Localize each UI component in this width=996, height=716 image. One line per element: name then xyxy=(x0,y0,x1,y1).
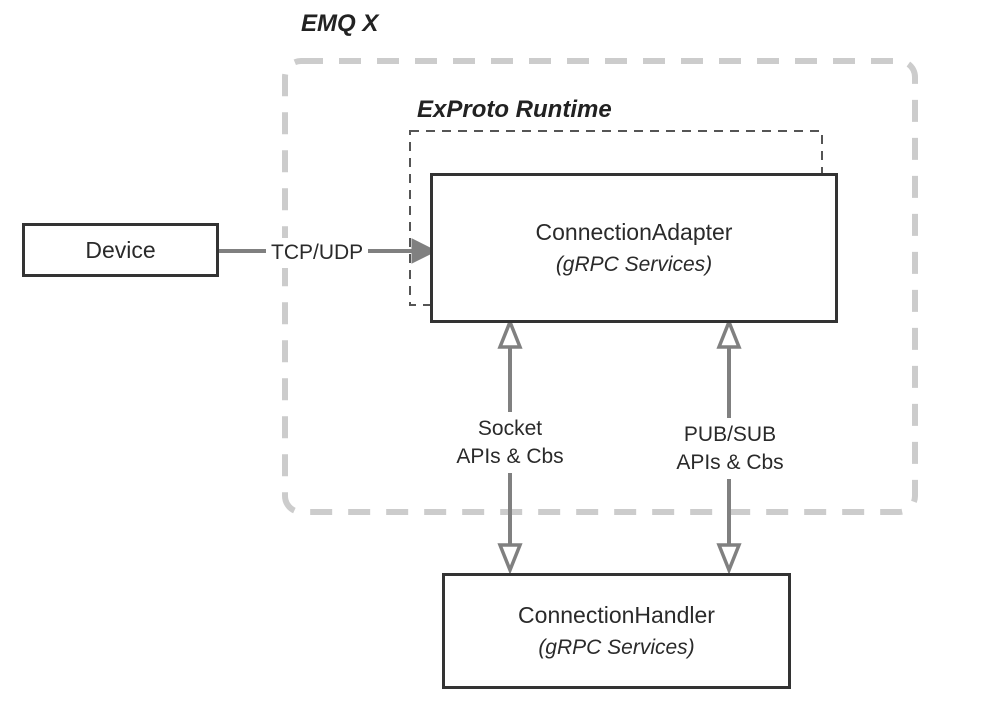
edge-label-pubsub-apis-line2: APIs & Cbs xyxy=(676,450,784,474)
node-connection-handler[interactable]: ConnectionHandler (gRPC Services) xyxy=(442,573,791,689)
arrowhead-hollow-down xyxy=(497,543,523,575)
arrowhead-filled-right xyxy=(411,238,438,264)
edge-label-socket-apis: Socket APIs & Cbs xyxy=(448,412,572,474)
edge-label-pubsub-apis: PUB/SUB APIs & Cbs xyxy=(665,418,795,480)
node-connection-adapter[interactable]: ConnectionAdapter (gRPC Services) xyxy=(430,173,838,323)
node-device-title: Device xyxy=(85,236,156,263)
node-connection-handler-title: ConnectionHandler xyxy=(518,601,715,628)
node-device[interactable]: Device xyxy=(22,223,219,277)
edge-label-pubsub-apis-line1: PUB/SUB xyxy=(683,423,777,446)
arrowhead-hollow-down xyxy=(716,543,742,575)
group-label-emqx: EMQ X xyxy=(301,10,379,37)
edge-label-socket-apis-line2: APIs & Cbs xyxy=(456,444,564,468)
node-connection-handler-subtitle: (gRPC Services) xyxy=(538,635,695,659)
arrowhead-hollow-up xyxy=(497,317,523,349)
node-connection-adapter-title: ConnectionAdapter xyxy=(535,218,733,245)
group-label-exproto-runtime: ExProto Runtime xyxy=(417,96,612,123)
edge-label-tcp-udp: TCP/UDP xyxy=(266,238,369,268)
arrowhead-hollow-up xyxy=(716,317,742,349)
node-connection-adapter-subtitle: (gRPC Services) xyxy=(555,252,713,276)
edge-label-socket-apis-line1: Socket xyxy=(477,417,543,440)
